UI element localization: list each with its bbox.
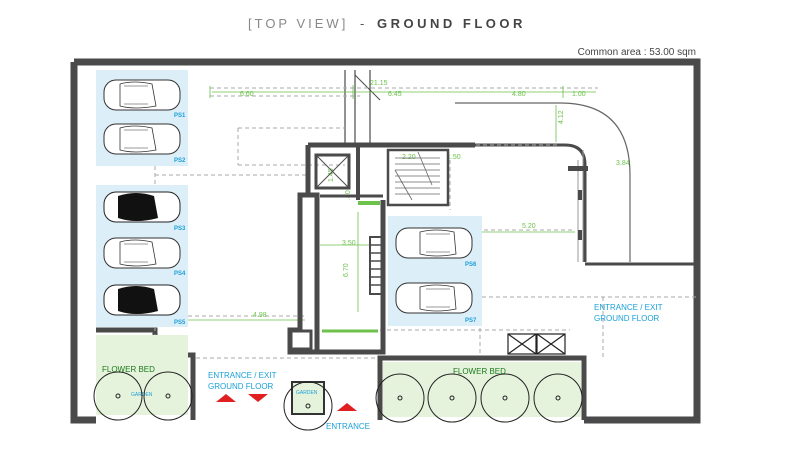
lift-shaft: [314, 153, 351, 190]
ramp-inner: [475, 143, 587, 262]
car-ps5: [103, 284, 181, 316]
trees-right: [375, 373, 583, 423]
garden-center-label: GARDEN: [296, 390, 318, 396]
entrance-label: ENTRANCE: [326, 422, 370, 431]
ps2-label: PS2: [174, 158, 186, 164]
arrow-down-left: [248, 394, 268, 402]
car-ps6: [395, 227, 473, 259]
core-wall: [287, 142, 475, 355]
outer-wall-left: [70, 62, 96, 424]
dim-21-15: 21.15: [370, 80, 388, 87]
ramp-curve: [455, 102, 631, 262]
stair-diagonal: [394, 151, 433, 201]
arrow-up-left: [216, 394, 236, 402]
dim-4-98: 4.98: [253, 312, 267, 319]
ps1-label: PS1: [174, 113, 186, 119]
entrance-exit-label-2: GROUND FLOOR: [208, 382, 274, 391]
car-ps1: [103, 79, 181, 111]
dim-3-50: 3.50: [342, 240, 356, 247]
dim-4-12: 4.12: [558, 110, 565, 124]
ps5-label: PS5: [174, 320, 186, 326]
entrance-exit-right-label-1: ENTRANCE / EXIT: [594, 303, 663, 312]
ladder-rungs: [370, 244, 382, 286]
stair-block: [386, 148, 450, 207]
floor-title: GROUND FLOOR: [377, 16, 526, 31]
outer-wall: [74, 58, 701, 424]
dim-5-20: 5.20: [522, 223, 536, 230]
flower-bed-left-label: FLOWER BED: [102, 365, 155, 374]
entrance-exit-label-1: ENTRANCE / EXIT: [208, 371, 277, 380]
dimension-lines: [165, 85, 596, 321]
flower-bed-right-wall: [377, 355, 587, 420]
car-ps2: [103, 123, 181, 155]
ps3-label: PS3: [174, 226, 186, 232]
lift-cross-2: [315, 154, 350, 189]
common-area-label: Common area : 53.00 sqm: [578, 47, 696, 58]
dim-3-84: 3.84: [616, 160, 630, 167]
dim-6-45: 6.45: [388, 91, 402, 98]
dim-4-80: 4.80: [512, 91, 526, 98]
entrance-exit-right-label-2: GROUND FLOOR: [594, 314, 660, 323]
ramp-post: [568, 166, 588, 171]
flower-bed-right: [383, 362, 581, 417]
ps4-label: PS4: [174, 271, 186, 277]
arrow-up-entrance: [337, 403, 357, 411]
car-ps7: [395, 282, 473, 314]
car-ps3: [103, 191, 181, 223]
flower-bed-left: [96, 335, 188, 415]
dim-1-00: 1.00: [572, 91, 586, 98]
utility-boxes: [507, 333, 566, 355]
dim-2-20: 2.20: [402, 154, 416, 161]
title-dash: -: [360, 16, 364, 31]
flower-bed-right-label: FLOWER BED: [453, 367, 506, 376]
car-ps4: [103, 237, 181, 269]
access-lines: [344, 70, 371, 145]
stair-treads: [395, 157, 440, 195]
ps6-label: PS6: [465, 262, 477, 268]
view-tag: [TOP VIEW]: [248, 16, 348, 31]
ladder: [369, 236, 383, 295]
garden-center: [291, 381, 325, 415]
dim-1-50: 1.50: [447, 154, 461, 161]
garden-center-dot: [305, 403, 311, 409]
dim-6-60: 6.60: [240, 91, 254, 98]
core-notch: [289, 329, 313, 351]
dim-small-a: 1.45: [328, 168, 335, 182]
garden-center-tree: [283, 381, 333, 431]
dim-6-70: 6.70: [343, 263, 350, 277]
ps7-label: PS7: [465, 318, 477, 324]
trees-left: [93, 371, 193, 421]
